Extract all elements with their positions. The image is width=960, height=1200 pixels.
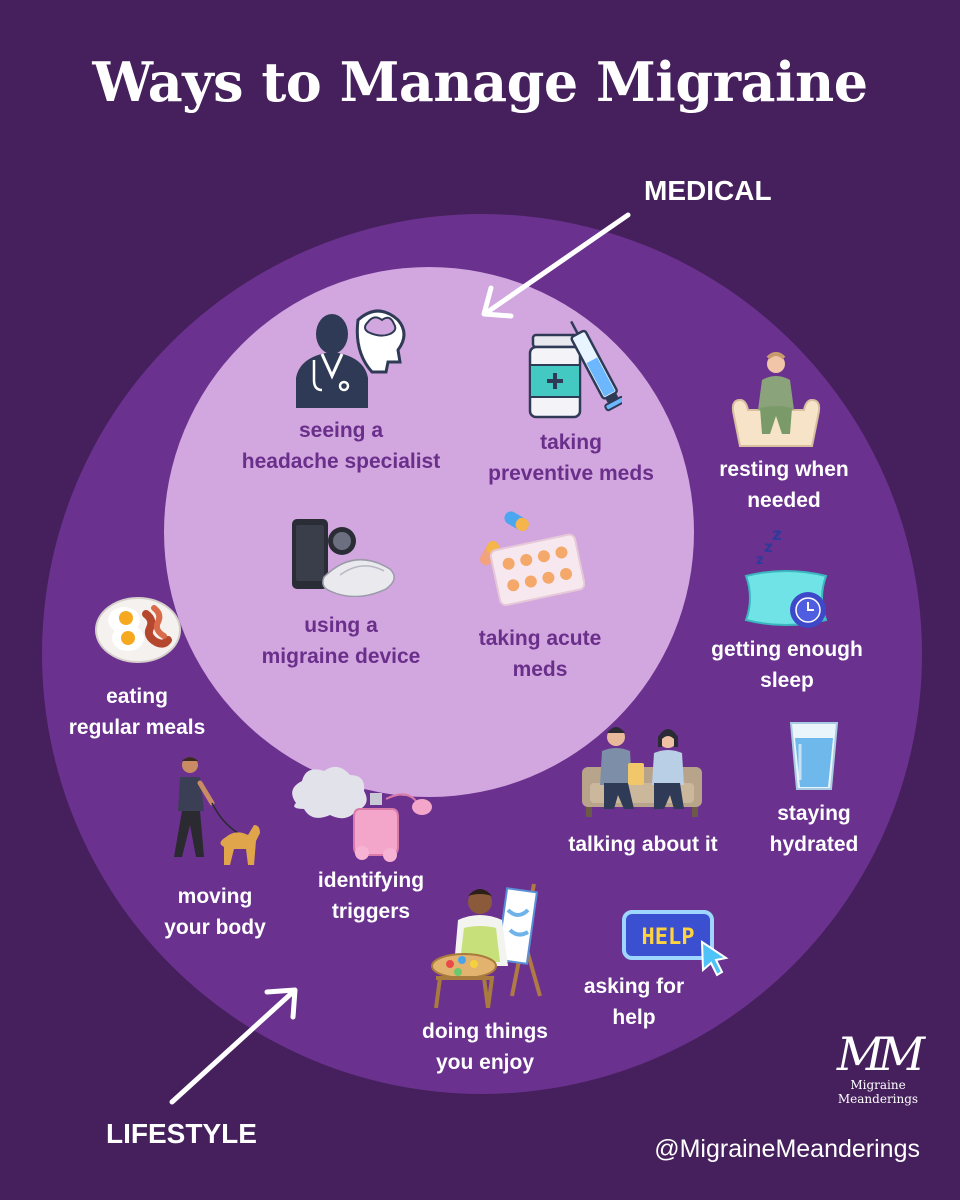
svg-text:z: z — [756, 553, 764, 568]
people-couch-icon — [582, 727, 702, 817]
label-triggers: identifying triggers — [317, 869, 425, 923]
label-hydrated: staying hydrated — [769, 802, 859, 856]
lifestyle-label: LIFESTYLE — [106, 1118, 257, 1149]
pillow-clock-icon: z z z — [744, 528, 828, 628]
label-sleep: getting enough sleep — [711, 638, 863, 692]
doctor-brain-icon — [296, 309, 406, 408]
label-migraine-device: using a migraine device — [261, 614, 421, 668]
logo-line2: Meanderings — [837, 1092, 919, 1106]
logo-mark: MM — [836, 1027, 925, 1081]
eggs-bacon-icon — [95, 597, 181, 663]
perfume-cloud-icon — [292, 766, 432, 862]
label-acute-meds: taking acute meds — [478, 627, 602, 681]
water-glass-icon — [789, 722, 839, 790]
medical-circle — [164, 267, 694, 797]
label-seeing-specialist: seeing a headache specialist — [241, 419, 441, 473]
migraine-device-icon — [292, 519, 395, 597]
help-button-icon: HELP — [622, 910, 729, 977]
label-asking-help: asking for help — [583, 975, 685, 1029]
label-doing-things: doing things you enjoy — [422, 1020, 548, 1074]
label-talking: talking about it — [568, 833, 718, 856]
help-icon-text: HELP — [642, 925, 695, 950]
medical-label: MEDICAL — [644, 175, 772, 206]
medicine-bottle-syringe-icon — [528, 320, 622, 419]
label-moving: moving your body — [164, 885, 266, 939]
svg-text:z: z — [772, 528, 782, 545]
label-regular-meals: eating regular meals — [68, 685, 206, 739]
pills-blister-icon — [480, 511, 585, 607]
label-preventive-meds: taking preventive meds — [488, 431, 654, 485]
label-resting: resting when needed — [719, 458, 849, 512]
svg-text:z: z — [764, 538, 773, 556]
page-title: Ways to Manage Migraine — [92, 50, 868, 114]
painting-icon — [431, 883, 542, 1008]
dog-walking-icon — [174, 757, 260, 865]
brand-logo: MM Migraine Meanderings — [826, 1030, 930, 1106]
logo-line1: Migraine — [850, 1078, 906, 1092]
social-handle: @MigraineMeanderings — [654, 1135, 920, 1163]
resting-person-icon — [731, 352, 821, 447]
